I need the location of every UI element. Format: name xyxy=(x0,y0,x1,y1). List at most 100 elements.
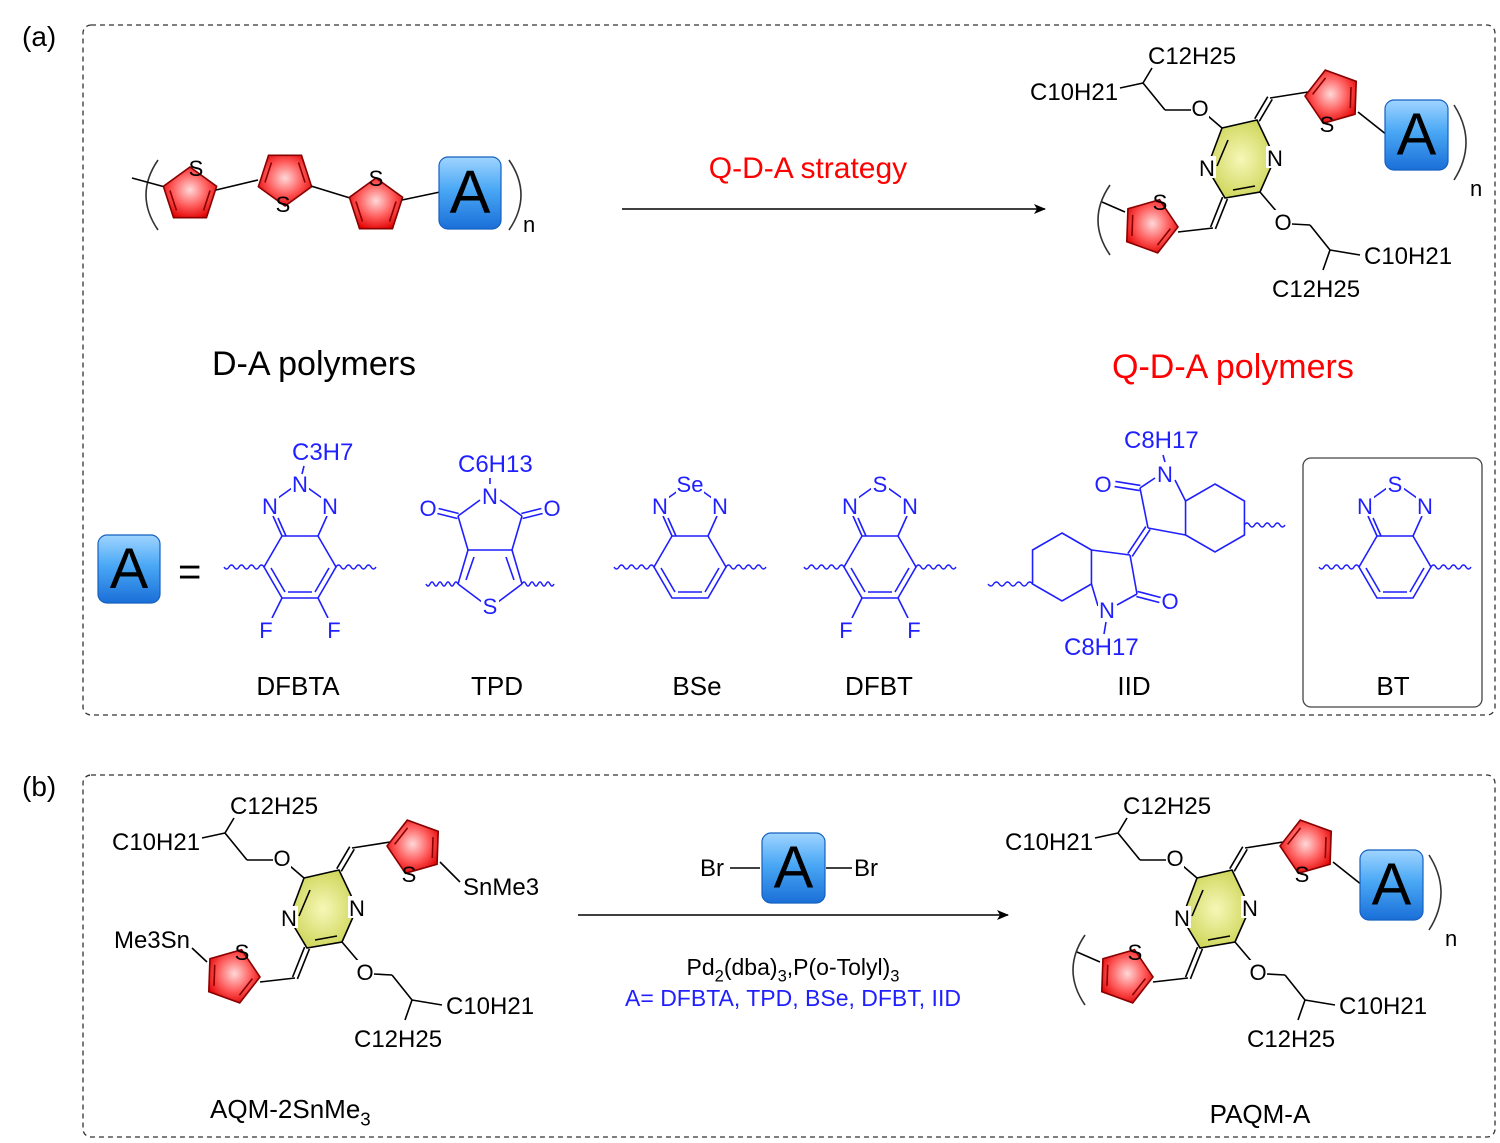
ring-inner-bond xyxy=(1207,935,1231,941)
acceptor-name-label: DFBT xyxy=(845,671,913,701)
atom-label-o: O xyxy=(1249,960,1266,985)
thiophene-ring-shape xyxy=(1125,198,1179,254)
atom-label-n: N xyxy=(292,472,308,497)
bond xyxy=(131,177,166,188)
acceptor-box-label: A xyxy=(1397,101,1437,168)
right-bracket xyxy=(508,159,522,231)
atom-label-n: N xyxy=(1174,906,1190,931)
atom-bg xyxy=(356,960,374,982)
bond xyxy=(259,977,296,983)
wavy-bond xyxy=(915,564,957,570)
left-bracket xyxy=(1072,934,1086,1006)
double-bond xyxy=(340,848,355,872)
bond xyxy=(1329,249,1361,256)
bond xyxy=(707,515,718,537)
bond xyxy=(277,487,293,499)
bond xyxy=(1402,487,1418,499)
thiophene-ring-shape xyxy=(257,154,313,207)
benzene-ring xyxy=(263,535,337,599)
bond xyxy=(439,861,461,883)
thiophene-inner-bond xyxy=(264,162,273,183)
atom-label-f: F xyxy=(259,618,272,643)
thiophene-ring: S xyxy=(1100,940,1154,1004)
double-bond xyxy=(1127,526,1147,555)
atom-bg xyxy=(1098,598,1116,620)
panel-a-label: (a) xyxy=(22,21,56,52)
product-name-label: PAQM-A xyxy=(1210,1099,1311,1129)
bond xyxy=(1332,861,1363,886)
double-bond xyxy=(1214,198,1229,230)
side-chain-c10h21: C10H21 xyxy=(446,993,534,1020)
thiophene-ring-shape xyxy=(1279,819,1333,875)
bond xyxy=(373,973,393,976)
ring-inner-bond xyxy=(850,567,866,593)
right-bracket xyxy=(1428,854,1442,931)
atom-label-s: S xyxy=(873,472,888,497)
bond xyxy=(404,999,413,1021)
sulfur-atom-label: S xyxy=(369,166,384,191)
bond xyxy=(1182,865,1198,879)
ring-inner-bond xyxy=(1232,185,1256,191)
bond xyxy=(457,515,469,551)
atom-label-o: O xyxy=(1274,210,1291,235)
wavy-bond xyxy=(803,564,845,570)
atom-bg xyxy=(1266,146,1284,168)
substituent-c8h17: C8H17 xyxy=(1124,427,1199,454)
left-bracket xyxy=(145,159,159,231)
ring-inner-bond xyxy=(270,567,286,593)
thiophene-inner-bond xyxy=(169,190,178,211)
bond xyxy=(215,179,259,191)
acceptor-box-shape xyxy=(1384,99,1449,171)
bond xyxy=(1309,224,1331,251)
thiophene-ring: S xyxy=(207,940,261,1004)
thiophene-inner-bond xyxy=(1131,214,1134,236)
thiophene-ring-shape xyxy=(1304,69,1358,125)
substituent-c6h13: C6H13 xyxy=(458,451,533,478)
sulfur-atom-label: S xyxy=(1295,862,1310,887)
atom-bg xyxy=(1249,960,1267,982)
acceptor-name-label: TPD xyxy=(471,671,523,701)
bond xyxy=(457,549,469,585)
double-bond xyxy=(1229,846,1244,870)
wavy-bond xyxy=(725,564,767,570)
bond xyxy=(1291,223,1311,226)
bond xyxy=(1284,974,1306,1001)
acceptor-box-shape xyxy=(1359,849,1424,921)
thiophene-inner-bond xyxy=(1311,77,1327,95)
benzene-ring xyxy=(1184,483,1246,553)
bond xyxy=(499,499,523,517)
atom-label-n: N xyxy=(1157,462,1173,487)
double-bond xyxy=(1114,485,1140,492)
atom-label-n: N xyxy=(1199,156,1215,181)
bond xyxy=(1297,999,1306,1021)
atom-bg xyxy=(676,472,704,494)
wavy-bond xyxy=(1318,564,1360,570)
side-chain-c10h21: C10H21 xyxy=(1005,829,1093,856)
atom-bg xyxy=(711,494,729,516)
acceptor-box-shape xyxy=(438,156,502,230)
atom-label-n: N xyxy=(322,494,338,519)
atom-label-n: N xyxy=(1267,146,1283,171)
bromine-right-label: Br xyxy=(854,855,878,882)
bond xyxy=(310,185,351,199)
atom-bg xyxy=(481,484,499,506)
bond xyxy=(511,515,523,551)
bond xyxy=(1129,554,1138,595)
bond xyxy=(1372,517,1382,537)
bond xyxy=(1152,977,1189,983)
wavy-bond xyxy=(425,581,459,587)
thiophene-inner-bond xyxy=(1156,228,1172,246)
benzene-ring xyxy=(1358,535,1432,599)
thiophene-ring-shape xyxy=(348,177,404,230)
wavy-bond xyxy=(613,564,655,570)
thiophene-ring-shape xyxy=(1100,948,1154,1004)
bond xyxy=(301,465,305,475)
atom-label-n: N xyxy=(652,494,668,519)
acceptor-name-label: DFBTA xyxy=(256,671,340,701)
acceptor-a-box: A xyxy=(1359,849,1424,921)
